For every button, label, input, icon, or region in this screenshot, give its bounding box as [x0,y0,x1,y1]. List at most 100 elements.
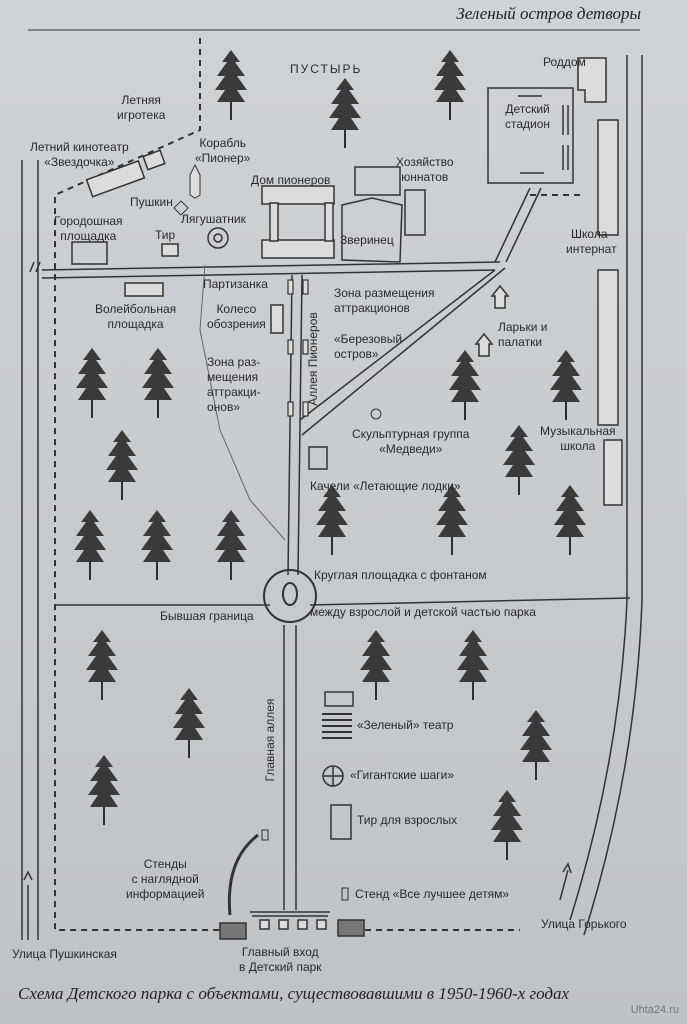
cinema-annex [142,149,166,171]
pioneer-house-west [269,202,279,242]
ship-icon [189,163,201,199]
pushkin-icon [173,200,189,216]
label-fountain: Круглая площадка с фонтаном [314,568,487,582]
label-pioneer-house: Дом пионеров [251,173,331,187]
pine-icon [214,49,248,121]
label-sculpture: Скульптурная группа «Медведи» [352,427,470,456]
street-pushkinskaya [21,160,39,940]
watermark: Uhta24.ru [630,1004,679,1016]
green-theatre-stage [324,691,354,707]
music-school-building [603,439,623,506]
main-entrance [250,911,330,930]
pine-icon [214,509,248,581]
fountain [263,569,317,623]
maternity-building [577,57,607,103]
label-birch-island: «Березовый остров» [334,332,403,361]
pine-icon [433,49,467,121]
best-stand-post [341,887,349,901]
pine-icon [105,429,139,501]
label-gorky-street: Улица Горького [541,917,627,931]
shooting-gallery [161,243,179,257]
pine-icon [359,629,393,701]
naturalists-building [354,166,401,196]
swings-structure [308,446,328,470]
pine-icon [75,347,109,419]
label-city-square: Городошная площадка [54,214,123,243]
zone-outline [199,264,286,541]
pioneer-house-north [261,185,335,205]
pine-icon [328,77,362,149]
street-gorkogo [559,55,643,936]
label-ferris: Колесо обозрения [207,302,266,331]
label-former-border-right: между взрослой и детской частью парка [310,605,536,619]
stadium-markings [518,95,569,174]
label-former-border-left: Бывшая граница [160,609,254,623]
label-info-stands: Стенды с наглядной информацией [126,857,205,901]
giant-steps-icon [322,765,344,787]
label-adult-shooting: Тир для взрослых [357,813,458,827]
entrance-gate-left [219,922,247,940]
pine-icon [87,754,121,826]
label-pushkin-street: Улица Пушкинская [12,947,117,961]
pine-icon [73,509,107,581]
caption: Схема Детского парка с объектами, сущест… [18,984,570,1003]
label-best-for-kids: Стенд «Все лучшее детям» [355,887,510,901]
pine-icon [456,629,490,701]
pine-icon [448,349,482,421]
stadium [487,87,574,184]
stall-icon-1 [490,284,510,309]
info-stands-arc [227,833,259,916]
info-stand-post [261,829,269,841]
label-main-alley: Главная аллея [263,698,277,782]
label-pushkin: Пушкин [130,195,173,209]
label-music-school: Музыкальная школа [540,424,616,453]
pine-icon [141,347,175,419]
label-volleyball: Волейбольная площадка [95,302,177,331]
pine-icon [435,484,469,556]
street-marks [29,261,41,273]
label-frog-pool: Лягушатник [181,212,246,226]
pine-icon [172,687,206,759]
label-pioneer-alley: Аллея Пионеров [306,312,320,406]
volleyball-court [124,282,164,297]
city-square-court [71,241,108,265]
label-attractions-top: Зона размещения аттракционов [334,286,435,315]
label-attractions-left: Зона раз- мещения аттракци- онов» [207,355,261,414]
pine-icon [140,509,174,581]
entrance-gate-right [337,919,365,937]
pine-icon [502,424,536,496]
label-giant-steps: «Гигантские шаги» [350,768,454,782]
label-stalls: Ларьки и палатки [498,320,548,349]
theatre-seating [322,713,352,739]
adult-shooting-gallery [330,804,352,840]
alley-kiosks [287,279,309,417]
pioneer-house-south [261,239,335,259]
pine-icon [549,349,583,421]
stall-icon-2 [474,332,494,357]
zoo-enclosure [341,197,403,263]
frog-pool [207,227,229,249]
cinema-building [85,160,146,198]
label-boarding-school: Школа- интернат [566,227,617,256]
label-partisan: Партизанка [203,277,268,291]
park-paths [41,187,631,910]
pine-icon [315,484,349,556]
naturalists-grid [404,189,426,236]
label-zoo: Зверинец [340,233,394,247]
label-cinema: Летний кинотеатр «Звездочка» [30,140,129,169]
label-ship: Корабль «Пионер» [195,136,251,165]
label-shooting: Тир [155,228,176,242]
label-stadium: Детский стадион [505,102,551,131]
pine-icon [553,484,587,556]
label-swings: Качели «Летающие лодки» [310,479,461,493]
ferris-wheel-base [270,304,284,334]
label-maternity: Роддом [543,55,586,69]
pine-icon [85,629,119,701]
pine-icon [519,709,553,781]
pioneer-house-east [324,202,334,242]
pine-icon [490,789,524,861]
label-green-theatre: «Зеленый» театр [357,718,454,732]
label-main-entrance: Главный вход в Детский парк [239,945,322,974]
